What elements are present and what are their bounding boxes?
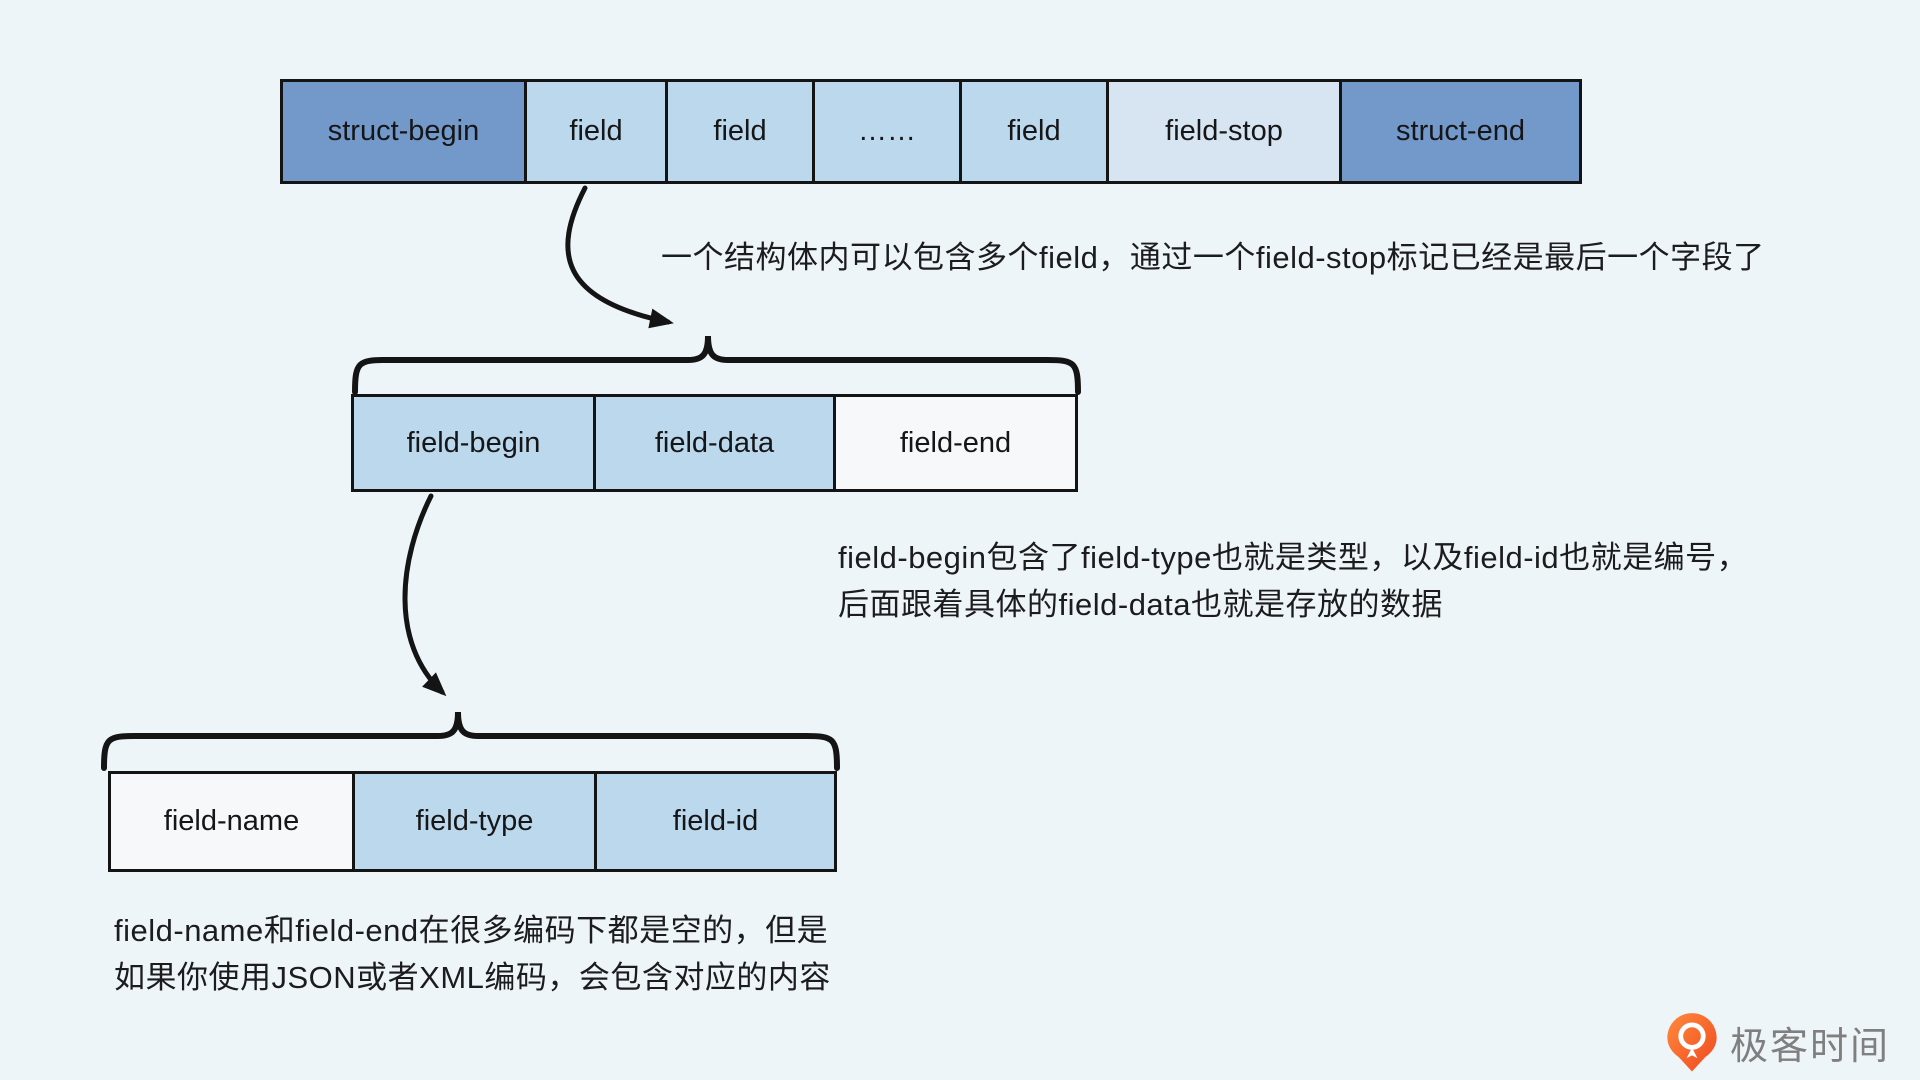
cell-struct-end: struct-end xyxy=(1342,82,1579,181)
cell-field-2-label: field xyxy=(713,115,767,147)
cell-ellipsis: …… xyxy=(815,82,962,181)
cell-field-data-label: field-data xyxy=(654,426,775,459)
cell-field-stop: field-stop xyxy=(1109,82,1342,181)
annotation-field-name-line2: 如果你使用JSON或者XML编码，会包含对应的内容 xyxy=(114,960,831,995)
cell-field-id-label: field-id xyxy=(672,805,759,837)
cell-field-type: field-type xyxy=(355,774,597,869)
cell-field-n-label: field xyxy=(1007,115,1061,147)
cell-field-stop-label: field-stop xyxy=(1165,115,1283,147)
cell-struct-begin: struct-begin xyxy=(283,82,527,181)
cell-field-type-label: field-type xyxy=(415,805,534,837)
field-encoding-row: field-begin field-data field-end xyxy=(351,394,1078,492)
cell-field-2: field xyxy=(668,82,815,181)
annotation-field-begin-line2: 后面跟着具体的field-data也就是存放的数据 xyxy=(838,587,1444,622)
cell-field-end-label: field-end xyxy=(899,426,1012,459)
geektime-logo-text: 极客时间 xyxy=(1729,1025,1890,1068)
field-row-brace xyxy=(352,335,1081,395)
annotation-field-stop: 一个结构体内可以包含多个field，通过一个field-stop标记已经是最后一… xyxy=(661,240,1765,275)
arrow-fieldbegin-to-subfield-row xyxy=(402,493,447,697)
struct-encoding-row: struct-begin field field …… field field-… xyxy=(280,79,1582,184)
cell-field-n: field xyxy=(962,82,1109,181)
cell-field-data: field-data xyxy=(596,397,836,489)
annotation-field-begin-line1: field-begin包含了field-type也就是类型，以及field-id… xyxy=(838,540,1749,575)
cell-field-end: field-end xyxy=(836,397,1075,489)
subfield-row-brace xyxy=(101,711,840,771)
cell-field-begin-label: field-begin xyxy=(406,426,541,459)
cell-field-1-label: field xyxy=(569,115,623,147)
cell-field-name-label: field-name xyxy=(163,805,300,837)
arrow-field-to-field-row xyxy=(565,185,674,329)
field-begin-encoding-row: field-name field-type field-id xyxy=(108,771,837,872)
cell-field-begin: field-begin xyxy=(354,397,596,489)
annotation-field-name: field-name和field-end在很多编码下都是空的，但是 如果你使用J… xyxy=(114,907,831,1001)
cell-ellipsis-label: …… xyxy=(858,115,916,147)
annotation-field-begin: field-begin包含了field-type也就是类型，以及field-id… xyxy=(838,534,1748,628)
cell-field-name: field-name xyxy=(111,774,355,869)
geektime-logo: 极客时间 xyxy=(1666,1012,1890,1072)
cell-struct-begin-label: struct-begin xyxy=(327,115,480,147)
geektime-pin-icon xyxy=(1667,1013,1717,1072)
cell-struct-end-label: struct-end xyxy=(1396,115,1525,147)
cell-field-id: field-id xyxy=(597,774,834,869)
cell-field-1: field xyxy=(527,82,668,181)
annotation-field-name-line1: field-name和field-end在很多编码下都是空的，但是 xyxy=(114,913,829,948)
